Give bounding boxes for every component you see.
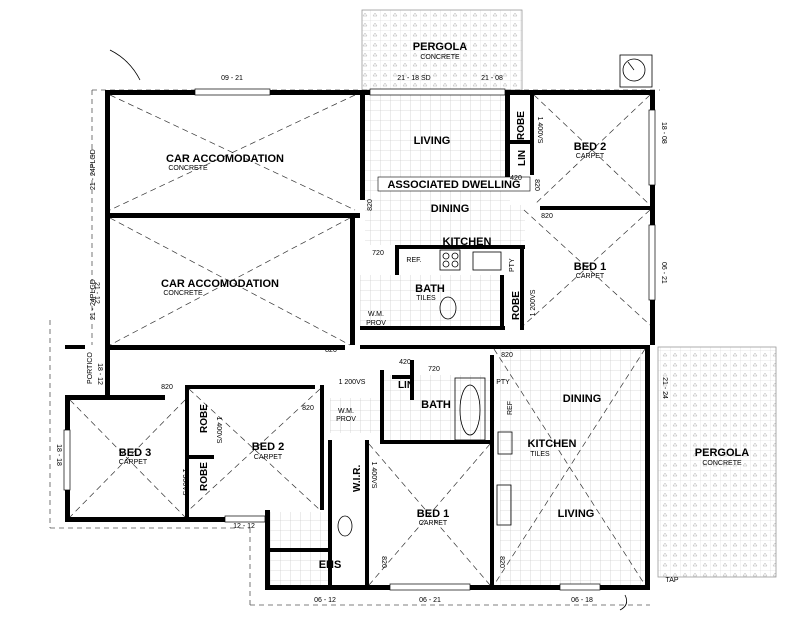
bed2-top-label: BED 2 — [574, 141, 606, 153]
living-main-label: LIVING — [558, 508, 595, 520]
bed1-main-label: BED 1 — [417, 508, 449, 520]
fixtures — [109, 49, 653, 611]
dim-820-g: 820 — [380, 556, 387, 568]
car1-label: CAR ACCOMODATION — [166, 153, 284, 165]
bed3-sub: CARPET — [119, 459, 148, 466]
pergola-right-label: PERGOLA — [695, 447, 749, 459]
robe-c-label: ROBE — [199, 404, 210, 433]
pergola-top — [361, 9, 523, 91]
dim-820-d: 820 — [325, 347, 337, 354]
dim-21-18sd: 21 - 18 SD — [397, 75, 430, 82]
dim-09-21: 09 - 21 — [221, 75, 243, 82]
wir-label: W.I.R. — [352, 465, 363, 492]
top-dining-tiles — [365, 205, 525, 245]
bed3-label: BED 3 — [119, 447, 151, 459]
pergola-top-label: PERGOLA — [413, 41, 467, 53]
portico-label: PORTICO — [87, 352, 94, 384]
windows — [63, 88, 656, 591]
walls — [65, 90, 655, 590]
dim-820-i: 820 — [501, 352, 513, 359]
dim-1200vs: 1 200VS — [339, 379, 366, 386]
dining-main-label: DINING — [563, 393, 602, 405]
dim-21-24plgd: 21 - 24PLGD — [90, 149, 97, 190]
dim-720-b: 720 — [428, 366, 440, 373]
kitchen-top-label: KITCHEN — [443, 236, 492, 248]
dim-420-b: 420 — [399, 359, 411, 366]
dim-18-08: 18 - 08 — [660, 122, 667, 144]
dim-21-12: 21 - 12 — [93, 282, 100, 304]
dim-21-24plgd-b: 21 - 24PLGD — [90, 279, 97, 320]
ceiling-diagonals — [69, 94, 651, 586]
dim-1400vs-b: 1 400VS — [215, 417, 222, 444]
prov-main-label: PROV — [336, 416, 356, 423]
dim-820-h: 820 — [498, 556, 505, 568]
dim-1200vs-top: 1 200VS — [530, 289, 537, 316]
dim-1400vs: 1 400VS — [536, 117, 543, 144]
bath-top-label: BATH — [415, 283, 445, 295]
dim-420-a: 420 — [510, 175, 522, 182]
robe-d-label: ROBE — [199, 462, 210, 491]
bed2-main-sub: CARPET — [254, 454, 283, 461]
dim-21-08: 21 - 08 — [481, 75, 503, 82]
kitchen-main-label: KITCHEN — [528, 438, 577, 450]
living-top-label: LIVING — [414, 135, 451, 147]
dim-820-b: 820 — [533, 179, 540, 191]
bed2-main-label: BED 2 — [252, 441, 284, 453]
associated-label: ASSOCIATED DWELLING — [387, 179, 520, 191]
car2-label: CAR ACCOMODATION — [161, 278, 279, 290]
ref-label: REF. — [406, 257, 421, 264]
dim-820-c: 820 — [541, 213, 553, 220]
robe-b-label: ROBE — [511, 291, 522, 320]
tap-label: TAP — [665, 577, 678, 584]
dim-820-a: 820 — [367, 199, 374, 211]
dim-21-24: 21 - 24 — [661, 377, 668, 399]
laundry-tiles — [330, 398, 380, 433]
wm-top-label: W.M. — [368, 311, 384, 318]
dim-06-12: 06 - 12 — [314, 597, 336, 604]
lin-a-label: LIN — [517, 150, 528, 166]
bed1-top-sub: CARPET — [576, 273, 605, 280]
ens-label: ENS — [319, 559, 342, 571]
wm-main-label: W.M. — [338, 408, 354, 415]
lin-main-label: LIN — [398, 380, 414, 391]
dim-06-21-top: 06 - 21 — [660, 262, 667, 284]
ref-main-label: REF — [507, 401, 514, 415]
dim-1300vs: 1 300VS — [181, 469, 188, 496]
bath-main-label: BATH — [421, 399, 451, 411]
top-bath-tiles — [360, 275, 500, 330]
pergola-right-sub: CONCRETE — [702, 460, 742, 467]
dim-820-e: 820 — [161, 384, 173, 391]
car2-sub: CONCRETE — [163, 290, 203, 297]
kitchen-main-sub: TILES — [530, 451, 550, 458]
bed1-main-sub: CARPET — [419, 520, 448, 527]
dim-1400vs-c: 1 400VS — [370, 462, 377, 489]
robe-a-label: ROBE — [516, 111, 527, 140]
dim-06-21: 06 - 21 — [419, 597, 441, 604]
pty-main-label: PTY — [496, 379, 510, 386]
bath-top-sub: TILES — [416, 295, 436, 302]
dimension-labels: 09 - 21 21 - 18 SD 21 - 08 21 - 24PLGD 2… — [55, 75, 668, 604]
pergola-right — [657, 346, 777, 578]
car1-sub: CONCRETE — [168, 165, 208, 172]
dim-18-12: 18 - 12 — [96, 363, 103, 385]
dim-12-12: 12 - 12 — [233, 523, 255, 530]
dining-top-label: DINING — [431, 203, 470, 215]
prov-top-label: PROV — [366, 320, 386, 327]
dim-06-18: 06 - 18 — [571, 597, 593, 604]
bed2-top-sub: CARPET — [576, 153, 605, 160]
bed1-top-label: BED 1 — [574, 261, 606, 273]
pty-top-label: PTY — [509, 258, 516, 272]
pergola-top-sub: CONCRETE — [420, 54, 460, 61]
main-bath-tiles — [380, 375, 495, 440]
main-dining-tiles — [500, 345, 650, 585]
dim-720-a: 720 — [372, 250, 384, 257]
dim-820-f: 820 — [302, 405, 314, 412]
dim-18-18: 18 - 18 — [55, 444, 62, 466]
room-labels: PERGOLA CONCRETE CAR ACCOMODATION CONCRE… — [87, 41, 749, 584]
